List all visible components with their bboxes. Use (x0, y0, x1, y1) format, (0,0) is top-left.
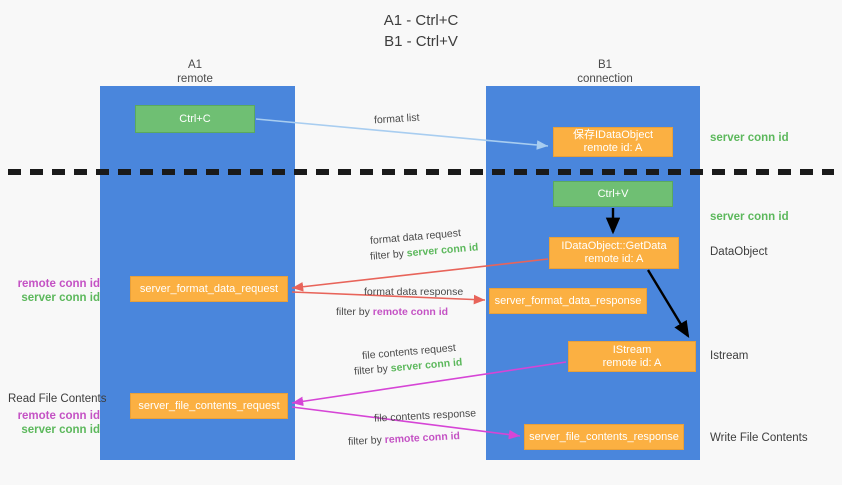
label-read-file-contents: Read File Contents (8, 393, 107, 405)
box-getdata-line2: remote id: A (584, 253, 644, 265)
label-remote-conn-id-top: remote conn id (17, 278, 100, 290)
box-getdata-line1: IDataObject::GetData (561, 240, 667, 252)
box-istream-line1: IStream (612, 343, 652, 356)
filter-remote-conn-id-2: remote conn id (384, 430, 461, 446)
box-idataobject-getdata[interactable]: IDataObject::GetData remote id: A (549, 237, 679, 269)
edge-label-format-data-response: format data response (364, 286, 464, 298)
box-server-file-contents-request[interactable]: server_file_contents_request (130, 393, 288, 419)
title-line-1: A1 - Ctrl+C (383, 12, 459, 29)
label-server-conn-id-mid: server conn id (710, 211, 789, 223)
box-istream[interactable]: IStream remote id: A (568, 341, 696, 372)
page-title: A1 - Ctrl+C B1 - Ctrl+V (0, 10, 842, 52)
label-remote-conn-id-bottom: remote conn id (17, 410, 100, 422)
title-line-2: B1 - Ctrl+V (384, 33, 458, 50)
box-ctrl-v-label: Ctrl+V (597, 187, 629, 200)
box-save-idataobject[interactable]: 保存IDataObject remote id: A (553, 127, 673, 157)
filter-prefix-3: filter by (353, 362, 392, 378)
filter-prefix-4: filter by (347, 434, 386, 448)
label-write-file-contents: Write File Contents (710, 432, 808, 444)
column-header-b1: B1 connection (540, 58, 670, 86)
box-server-file-contents-response[interactable]: server_file_contents_response (524, 424, 684, 450)
column-a1-sub: remote (177, 73, 213, 85)
label-dataobject: DataObject (710, 246, 768, 258)
label-left-conn-ids-bottom: remote conn id server conn id (8, 409, 100, 437)
label-server-conn-id-left-bottom: server conn id (21, 424, 100, 436)
label-istream: Istream (710, 350, 749, 362)
box-server-format-data-request[interactable]: server_format_data_request (130, 276, 288, 302)
edge-label-format-list: format list (373, 111, 420, 127)
edge-label-file-contents-response-filter: filter by remote conn id (348, 429, 461, 450)
box-server-format-data-response-label: server_format_data_response (494, 294, 642, 307)
box-server-file-contents-request-label: server_file_contents_request (138, 399, 280, 412)
filter-remote-conn-id-1: remote conn id (372, 306, 449, 318)
label-left-conn-ids-top: remote conn id server conn id (8, 277, 100, 305)
label-server-conn-id-top: server conn id (710, 132, 789, 144)
column-a1-name: A1 (187, 59, 203, 71)
box-server-format-data-request-label: server_format_data_request (139, 282, 279, 295)
edge-label-file-contents-response: file contents response (373, 407, 477, 425)
box-server-file-contents-response-label: server_file_contents_response (529, 430, 679, 443)
column-b1-name: B1 (597, 59, 613, 71)
column-header-a1: A1 remote (130, 58, 260, 86)
filter-prefix-2: filter by (336, 306, 373, 318)
box-ctrl-c-label: Ctrl+C (179, 112, 211, 125)
column-b1-sub: connection (577, 73, 633, 85)
edge-label-format-data-response-filter: filter by remote conn id (336, 305, 448, 320)
filter-prefix-1: filter by (369, 247, 408, 263)
box-save-idataobject-line2: remote id: A (583, 142, 643, 154)
box-ctrl-v[interactable]: Ctrl+V (553, 181, 673, 207)
box-server-format-data-response[interactable]: server_format_data_response (489, 288, 647, 314)
box-ctrl-c[interactable]: Ctrl+C (135, 105, 255, 133)
box-istream-line2: remote id: A (602, 356, 662, 369)
label-server-conn-id-left-top: server conn id (21, 292, 100, 304)
box-save-idataobject-line1: 保存IDataObject (572, 129, 654, 141)
